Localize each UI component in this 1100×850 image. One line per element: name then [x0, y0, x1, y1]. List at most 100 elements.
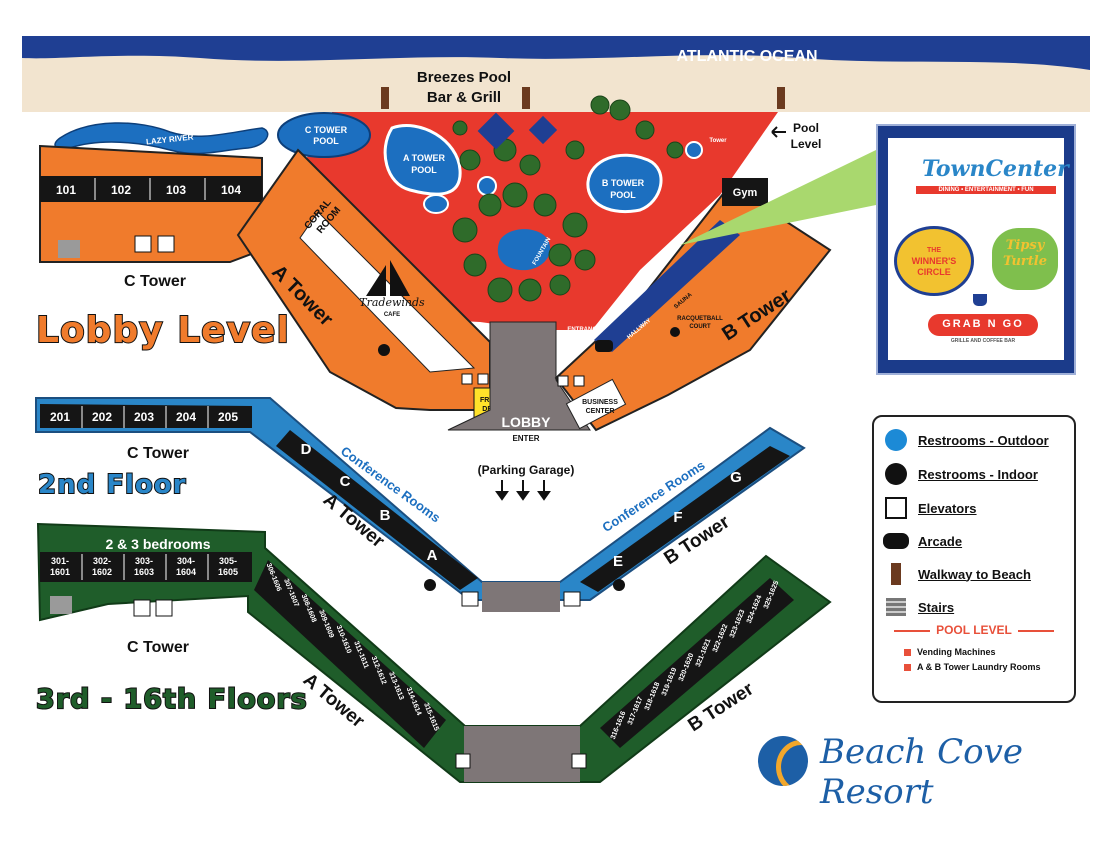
walkway-to-beach-icon [882, 563, 910, 585]
elevators-icon [557, 375, 569, 387]
gym[interactable] [722, 178, 768, 206]
elevators-icon [461, 373, 473, 385]
vending-icon [904, 648, 911, 656]
second-floor-a-conf-strip [276, 430, 478, 590]
b-tower-pool[interactable] [586, 153, 663, 214]
room-number: 205 [218, 410, 238, 424]
conference-room: D [301, 441, 312, 458]
enter-label: ENTER [512, 434, 539, 443]
restroom-indoor-icon [670, 327, 680, 337]
legend-label: Arcade [918, 533, 963, 549]
upper-c-rooms-strip [40, 552, 252, 582]
conference-room: E [613, 553, 623, 570]
stairs-icon [50, 596, 72, 614]
lobby[interactable] [447, 321, 591, 431]
legend-row-stairs: Stairs [882, 594, 954, 620]
elevators-icon [455, 753, 471, 769]
restroom-indoor-icon [882, 463, 910, 485]
pool-level-item-label: Vending Machines [917, 647, 996, 657]
a-tower-pool[interactable] [383, 124, 462, 196]
town-center-subtitle: DINING • ENTERTAINMENT • FUN [916, 186, 1056, 194]
c-tower-pool[interactable] [277, 112, 371, 158]
conference-room: G [730, 469, 742, 486]
legend-label: Restrooms - Indoor [918, 466, 1038, 482]
conference-room: F [673, 509, 682, 526]
pool-bar-label-line1: Breezes Pool [417, 69, 511, 86]
elevators-icon [477, 373, 489, 385]
legend-label: Walkway to Beach [918, 566, 1031, 582]
second-floor-outline [35, 397, 806, 601]
stairs-icon [882, 596, 910, 618]
restroom-indoor-icon [424, 579, 436, 591]
elevators-icon [155, 599, 173, 617]
second-floor-c-tower-label: C Tower [127, 445, 189, 462]
lobby-label: LOBBY [502, 414, 552, 430]
legend-label: Elevators [918, 500, 977, 516]
c-tower-lobby [39, 144, 263, 263]
room-number: 104 [221, 183, 241, 197]
b-tower-spa-label: Tower [709, 138, 727, 144]
upper-c-tower-label: C Tower [127, 639, 189, 656]
pool-level-item: Vending Machines [904, 647, 996, 657]
room-number: 203 [134, 410, 154, 424]
legend-label: Restrooms - Outdoor [918, 432, 1049, 448]
tipsy-turtle-logo: Tipsy Turtle [992, 228, 1058, 290]
restroom-indoor-icon [613, 579, 625, 591]
cabana-1 [477, 112, 515, 150]
c-tower-pool-line1: C TOWER [305, 125, 348, 135]
winners-circle-line2: WINNER'S [911, 256, 957, 266]
conference-room: C [340, 473, 351, 490]
room-number: 302- [93, 556, 111, 566]
room-number: 102 [111, 183, 131, 197]
cafe-logo-icon [366, 260, 410, 296]
racquetball-line2: COURT [689, 324, 711, 330]
small-spa[interactable] [477, 176, 497, 196]
conference-room: A [427, 547, 438, 564]
lazy-river[interactable] [54, 122, 269, 155]
legend-row-arcade: Arcade [882, 528, 962, 554]
winners-circle-line1: THE [927, 247, 941, 254]
cabana-2 [528, 115, 558, 145]
pool-level-item: A & B Tower Laundry Rooms [904, 662, 1041, 672]
pool-level-item-label: A & B Tower Laundry Rooms [917, 662, 1041, 672]
legend-row-walkway: Walkway to Beach [882, 561, 1031, 587]
fountain[interactable] [497, 229, 551, 271]
cafe-sub: CAFE [384, 312, 400, 318]
walkway-to-beach-2[interactable] [522, 87, 530, 109]
b-tower-spa[interactable] [685, 141, 703, 159]
legend-row-restrooms-outdoor: Restrooms - Outdoor [882, 427, 1049, 453]
c-tower-lobby-label: C Tower [124, 273, 186, 290]
pool-level-pointer-line2: Level [791, 137, 822, 151]
elevators-icon [133, 599, 151, 617]
winners-circle-line3: CIRCLE [917, 267, 951, 277]
room-number: 1603 [134, 567, 154, 577]
town-center-card[interactable]: TownCenter DINING • ENTERTAINMENT • FUN … [876, 124, 1076, 375]
ocean [22, 36, 1090, 70]
tipsy-turtle-line1: Tipsy [1005, 238, 1045, 253]
grab-n-go-logo: GRAB N GO [928, 314, 1038, 336]
coffee-cup-icon [973, 294, 987, 306]
arcade-icon [882, 530, 910, 552]
c-tower-pool-line2: POOL [313, 136, 339, 146]
business-center[interactable] [565, 378, 627, 430]
room-number: 1604 [176, 567, 196, 577]
arcade-icon [595, 340, 613, 352]
restroom-indoor-icon [378, 344, 390, 356]
grab-n-go-sub: GRILLE AND COFFEE BAR [950, 338, 1016, 344]
bedrooms-label: 2 & 3 bedrooms [105, 536, 210, 552]
room-number: 305- [219, 556, 237, 566]
second-floor-b-conf: E F G [613, 469, 742, 570]
walkway-to-beach-1[interactable] [381, 87, 389, 109]
racquetball-line1: RACQUETBALL [677, 316, 723, 322]
a-tower-spa[interactable] [423, 194, 449, 214]
room-number: 1602 [92, 567, 112, 577]
legend-row-restrooms-indoor: Restrooms - Indoor [882, 461, 1038, 487]
upper-a-rooms-strip [254, 560, 446, 748]
elevators-icon [157, 235, 175, 253]
pool-level-arrow-icon [771, 126, 786, 138]
pool-level-pointer-line1: Pool [793, 121, 819, 135]
entrance-label: ENTRANCE [567, 327, 600, 333]
walkway-to-beach-3[interactable] [777, 87, 785, 109]
legend-row-elevators: Elevators [882, 495, 977, 521]
